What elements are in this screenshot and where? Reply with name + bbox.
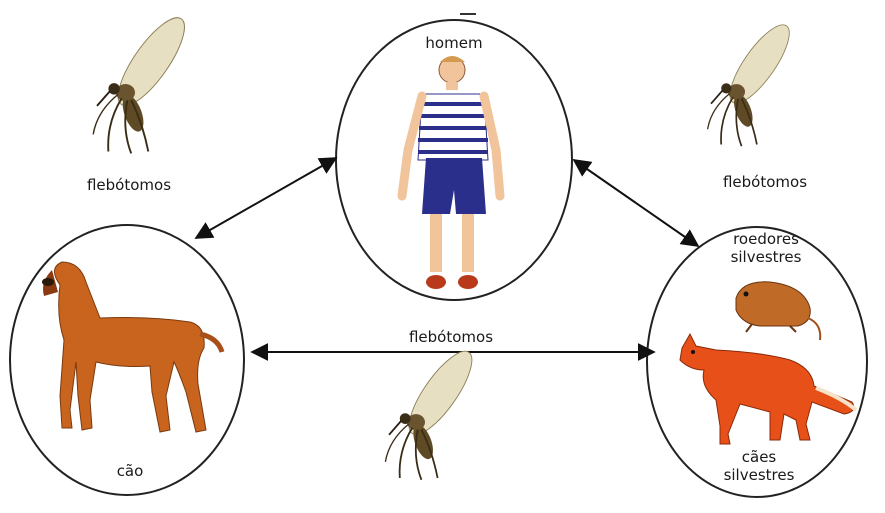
arrow-human-dog	[196, 158, 336, 238]
fox-figure	[680, 334, 856, 444]
rodents-label: roedores silvestres	[716, 230, 816, 266]
sandfly-label-top-left: flebótomos	[74, 176, 184, 194]
sandfly-label-bottom: flebótomos	[396, 328, 506, 346]
human-label: homem	[404, 34, 504, 52]
sandfly-label-top-right: flebótomos	[710, 173, 820, 191]
wild-dogs-label: cães silvestres	[704, 448, 814, 484]
sandfly-icon-bottom	[385, 343, 482, 480]
wild-dogs-label-line2: silvestres	[704, 466, 814, 484]
rodent-figure	[736, 282, 820, 340]
sandfly-icon-top-right	[708, 17, 799, 146]
wild-dogs-label-line1: cães	[704, 448, 814, 466]
arrow-human-wild	[574, 160, 698, 246]
rodents-label-line1: roedores	[716, 230, 816, 248]
dog-label: cão	[100, 462, 160, 480]
rodents-label-line2: silvestres	[716, 248, 816, 266]
dog-figure	[42, 262, 222, 432]
sandfly-icon-top-left	[93, 9, 195, 153]
human-figure	[402, 56, 500, 289]
